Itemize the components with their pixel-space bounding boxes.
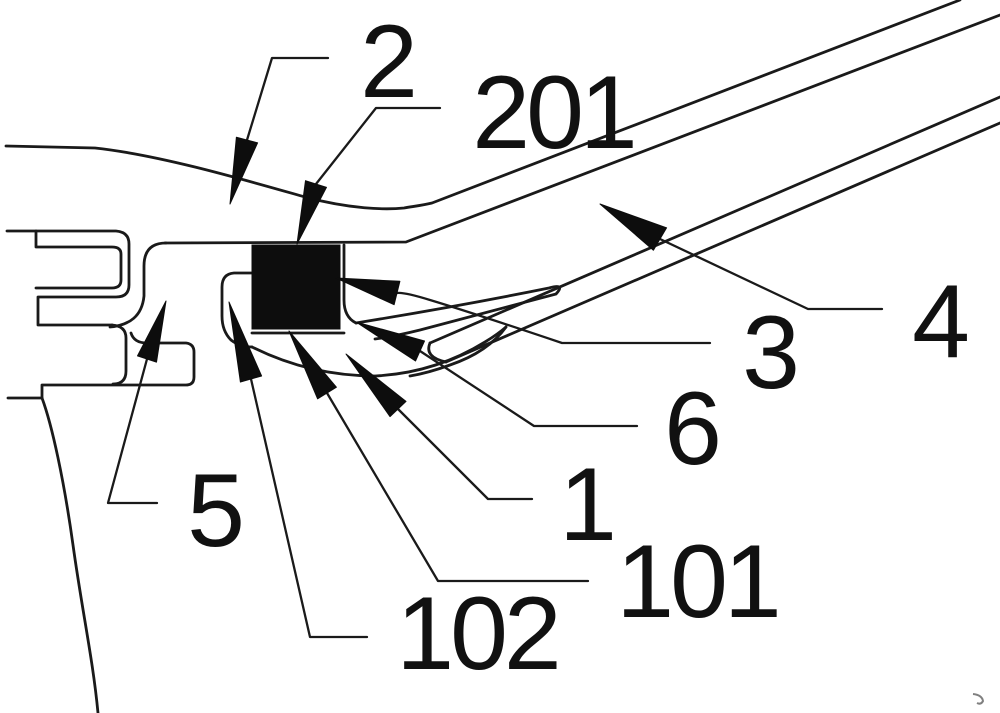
leader-101 [325,391,590,583]
arrowhead-1 [345,353,407,418]
upper-panel-top-line [4,0,962,211]
arrowhead-3 [335,277,401,306]
lower-flange-wall [110,323,128,386]
ref-label-1: 1 [559,447,617,563]
arrowheads [137,136,668,418]
ink-speck [972,693,985,705]
ref-label-201: 201 [472,55,634,171]
part-outlines [4,0,1000,713]
seal-upper-lip [354,285,562,341]
ref-label-101: 101 [616,524,778,640]
leader-4 [658,237,884,311]
arrowhead-102 [228,301,263,383]
ref-label-6: 6 [664,371,722,487]
ref-label-4: 4 [912,264,970,380]
leader-6 [418,349,639,428]
leader-1 [396,407,534,501]
ref-label-3: 3 [742,295,800,411]
arrowhead-5 [137,300,167,363]
ref-label-102: 102 [396,576,558,692]
arrowhead-6 [355,321,425,362]
leader-102 [249,377,369,639]
seal-bottom-lip [408,325,508,378]
upper-panel-bottom-line [163,13,1000,245]
glass-edge-cap [427,341,448,364]
reference-labels: 2 201 4 3 6 1 101 102 5 [187,4,970,692]
core-block [251,244,341,330]
ref-label-2: 2 [360,4,418,120]
seal-right-wall [342,243,358,325]
leader-lines [106,56,884,639]
arrowhead-4 [599,203,668,251]
bracket-foot [40,331,196,400]
arrowhead-201 [296,180,327,245]
leader-3 [395,291,712,345]
glass-edge-line-lower [444,121,1000,364]
seal-bottom-surface [250,325,508,378]
hem-flange-inner [34,229,123,290]
lower-panel-curve [40,396,100,713]
hem-flange-outer [5,229,131,327]
leader-2 [245,56,330,142]
arrowhead-2 [229,136,259,205]
leader-201 [314,106,442,186]
channel-step-wall [108,241,168,329]
arrowhead-101 [288,330,337,400]
ref-label-5: 5 [187,453,245,569]
leader-5 [106,357,159,505]
